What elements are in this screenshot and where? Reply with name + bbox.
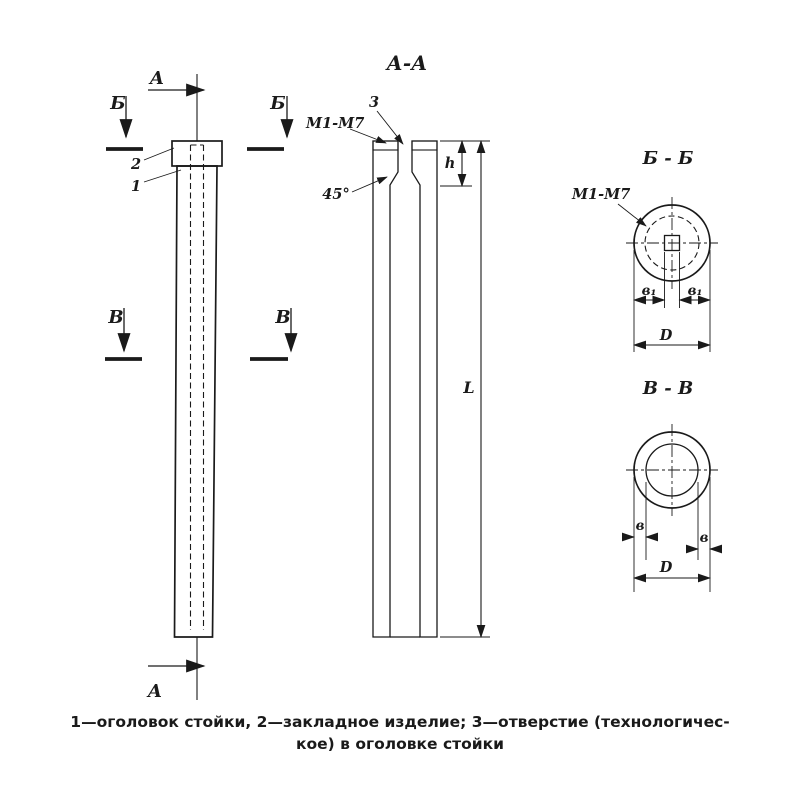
- caption-line-2: кое) в оголовке стойки: [296, 735, 504, 753]
- bb-hidden-circle: [644, 215, 700, 271]
- section-label-a-bottom: А: [146, 681, 163, 702]
- part-label-3: 3: [369, 94, 379, 111]
- elevation-view: А А Б Б В В 2 1: [105, 68, 298, 702]
- section-label-b-left: Б: [109, 93, 125, 114]
- dim-label-h: h: [445, 155, 456, 172]
- section-vv-title: В - В: [642, 378, 693, 399]
- post-cap: [171, 140, 223, 167]
- section-wall-left: [372, 140, 399, 638]
- section-label-b-right: Б: [269, 93, 285, 114]
- leader-part-3: [376, 110, 404, 145]
- dim-label-L: L: [462, 378, 474, 397]
- dim-label-b-right: в: [700, 530, 709, 546]
- m1m7-label-section: М1-М7: [305, 115, 364, 132]
- leader-m1m7-circle: [617, 203, 647, 227]
- post-body: [173, 165, 218, 638]
- dim-label-b1-left: в₁: [642, 283, 657, 299]
- section-label-a-top: А: [148, 68, 165, 89]
- part-label-1: 1: [131, 178, 141, 195]
- dim-label-D-bottom: D: [659, 559, 673, 576]
- section-label-v-right: В: [274, 307, 290, 328]
- dim-label-D-top: D: [659, 327, 673, 344]
- section-vv-view: В - В в в D: [621, 378, 723, 592]
- bb-outer-circle: [633, 204, 711, 282]
- vv-outer-circle: [633, 431, 711, 509]
- section-wall-right: [411, 140, 438, 638]
- embedded-plate-right: [411, 140, 438, 151]
- caption: 1—оголовок стойки, 2—закладное изделие; …: [70, 713, 729, 753]
- leader-m1m7-section: [349, 128, 387, 144]
- leader-part-1: [143, 169, 182, 183]
- dim-label-b-left: в: [636, 518, 645, 534]
- part-label-2: 2: [130, 156, 141, 173]
- section-aa-title: А-А: [385, 51, 428, 75]
- section-bb-title: Б - Б: [642, 148, 694, 169]
- section-label-v-left: В: [107, 307, 123, 328]
- leader-part-2: [143, 147, 175, 161]
- dim-label-b1-right: в₁: [688, 283, 703, 299]
- caption-line-1: 1—оголовок стойки, 2—закладное изделие; …: [70, 713, 729, 731]
- m1m7-label-circle: М1-М7: [571, 186, 630, 203]
- vv-inner-circle: [645, 443, 699, 497]
- section-bb-view: Б - Б М1-М7 в₁ в₁ D: [571, 148, 718, 352]
- leader-45deg: [351, 176, 388, 193]
- bb-center-hole: [663, 234, 681, 252]
- section-aa-view: А-А М1-М7 3 45° h L: [305, 51, 490, 639]
- angle-45-label: 45°: [322, 186, 349, 203]
